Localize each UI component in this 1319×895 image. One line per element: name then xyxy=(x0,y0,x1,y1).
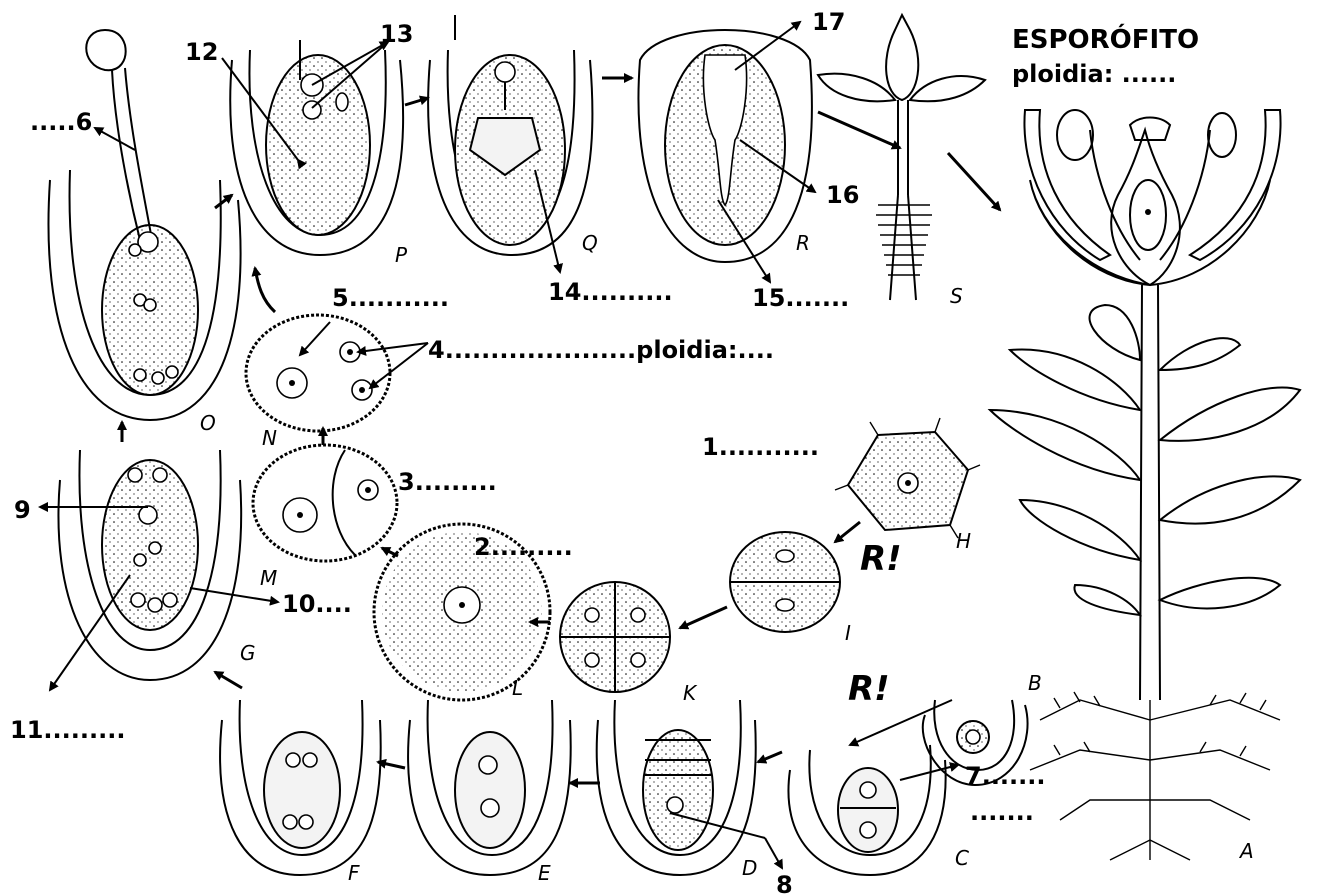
sporophyte-title: ESPORÓFITO xyxy=(1012,23,1199,55)
stage-k-tetrad xyxy=(560,582,670,692)
label-11: 11......... xyxy=(10,716,125,744)
stage-letter-b: B xyxy=(1028,671,1042,695)
sporophyte-ploidy-blank: ploidia: ...... xyxy=(1012,60,1176,88)
label-16: 16 xyxy=(826,181,859,209)
label-7: 7....... xyxy=(965,762,1046,790)
meiosis-mark-lower: R! xyxy=(848,669,890,709)
stage-q-ovule xyxy=(428,15,592,255)
label-10: 10.... xyxy=(282,590,352,618)
label-12: 12 xyxy=(185,38,218,66)
stage-m-pollen xyxy=(253,445,397,561)
stage-f-ovule xyxy=(220,700,381,875)
stage-letter-s: S xyxy=(950,284,963,308)
label-8: 8 xyxy=(776,871,793,895)
stage-n-pollen xyxy=(246,315,390,431)
label-6: .....6 xyxy=(30,108,92,136)
label-13: 13 xyxy=(380,20,413,48)
stage-letter-n: N xyxy=(262,426,277,450)
root-system xyxy=(1030,692,1280,860)
stage-letter-a: A xyxy=(1238,839,1254,863)
stage-letter-d: D xyxy=(742,856,757,880)
flower xyxy=(1024,110,1280,285)
stage-i-dyad xyxy=(730,532,840,632)
stage-letter-l: L xyxy=(512,676,523,700)
stage-h-mother-cell xyxy=(835,418,980,538)
stage-letter-p: P xyxy=(395,243,408,267)
label-9: 9 xyxy=(14,496,31,524)
stage-letter-h: H xyxy=(956,529,971,553)
stage-o-ovule xyxy=(48,30,240,420)
stage-letter-g: G xyxy=(240,641,256,665)
meiosis-mark-upper: R! xyxy=(860,539,902,579)
sporophyte-plant xyxy=(990,110,1300,860)
stage-letter-e: E xyxy=(538,861,551,885)
label-14: 14.......... xyxy=(548,278,673,306)
label-17: 17 xyxy=(812,8,845,36)
stage-r-seed xyxy=(638,30,811,262)
stage-letter-i: I xyxy=(845,621,851,645)
stage-letter-m: M xyxy=(260,566,277,590)
stage-s-seedling xyxy=(818,15,985,300)
label-2: 2......... xyxy=(474,533,573,561)
stage-e-ovule xyxy=(408,700,571,875)
stage-letter-r: R xyxy=(796,231,810,255)
stage-p-ovule xyxy=(230,40,403,255)
stage-letter-f: F xyxy=(348,861,360,885)
label-3: 3......... xyxy=(398,468,497,496)
stage-letter-q: Q xyxy=(582,231,598,255)
stage-letter-o: O xyxy=(200,411,216,435)
stage-d-ovule xyxy=(597,700,756,875)
stage-letter-k: K xyxy=(683,681,698,705)
label-7-extra: ....... xyxy=(970,798,1034,826)
stage-letter-c: C xyxy=(955,846,969,870)
label-5: 5........... xyxy=(332,284,449,312)
label-4: 4.....................ploidia:.... xyxy=(428,336,774,364)
label-15: 15....... xyxy=(752,284,849,312)
label-1: 1........... xyxy=(702,433,819,461)
stage-c-ovule xyxy=(788,745,945,875)
stage-g-ovule xyxy=(58,450,241,680)
